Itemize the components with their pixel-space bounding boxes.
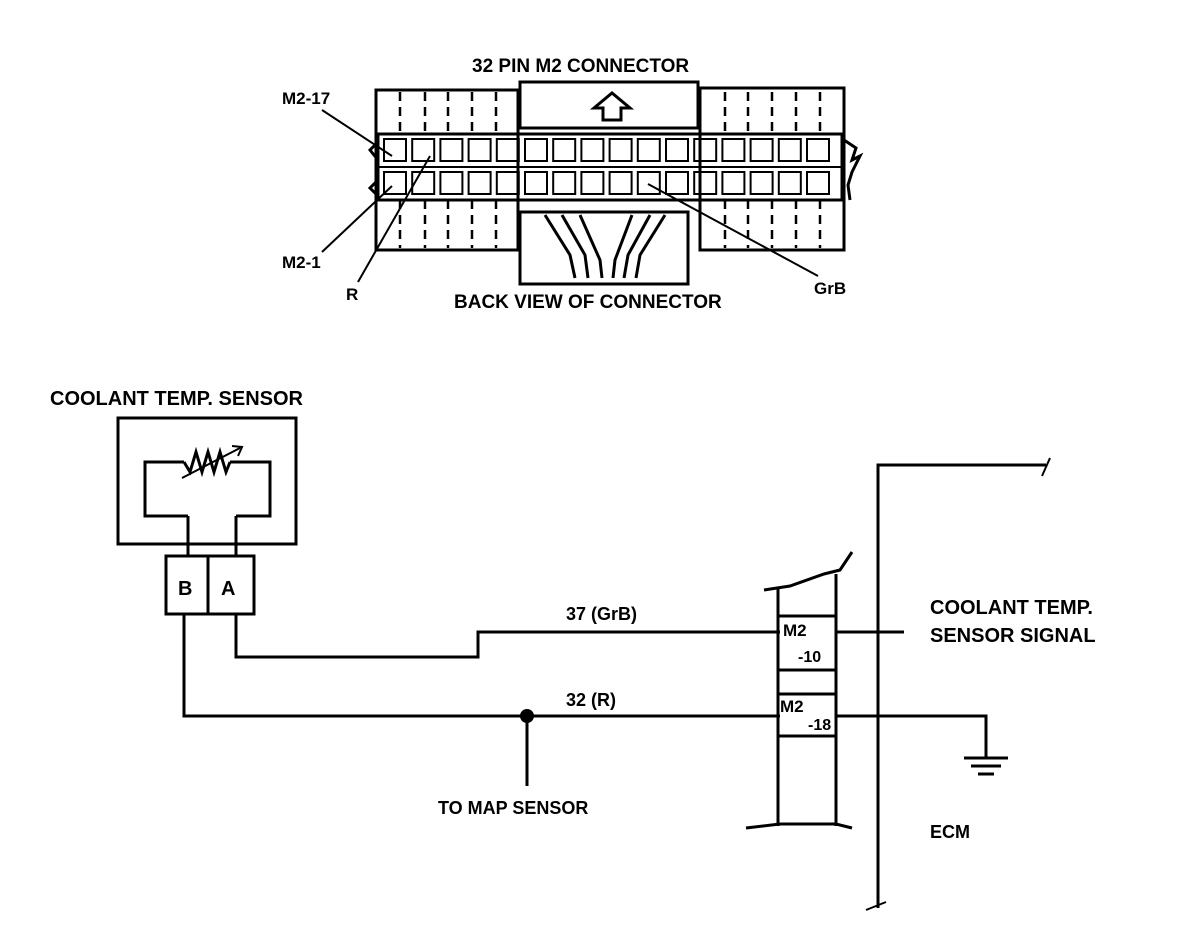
wire-32-r bbox=[182, 614, 780, 718]
ground-symbol-icon bbox=[964, 756, 1008, 776]
connector-pin-cell bbox=[411, 171, 436, 195]
connector-pin-cell bbox=[721, 138, 746, 162]
connector-pin-cell bbox=[721, 171, 746, 195]
connector-key-arrow-icon bbox=[589, 91, 635, 122]
connector-pin-cell bbox=[524, 171, 548, 195]
connector-center-top bbox=[518, 80, 700, 130]
connector-dashes bbox=[398, 92, 822, 248]
connector-pin-cell bbox=[495, 171, 520, 195]
connector-pin-cell bbox=[777, 171, 802, 195]
connector-pin-cell bbox=[608, 138, 633, 162]
connector-pin-cell bbox=[665, 171, 689, 195]
pin-label-m2-17: M2-17 bbox=[282, 89, 330, 108]
connector-pin-cell bbox=[552, 138, 577, 162]
connector-pin-cell bbox=[383, 171, 407, 195]
ecm-pin-18-bottom: -18 bbox=[808, 717, 831, 734]
connector-pin-cell bbox=[636, 138, 661, 162]
connector-pin-cell bbox=[806, 171, 830, 195]
sensor-title: COOLANT TEMP. SENSOR bbox=[50, 388, 304, 410]
connector-pin-cell bbox=[439, 138, 464, 162]
wire-37-grb bbox=[234, 614, 780, 659]
connector-wire-exit bbox=[543, 214, 667, 279]
ecm: M2 -10 M2 -18 COOLANT TEMP. SENSOR SIGNA… bbox=[745, 457, 1096, 911]
connector-left-housing bbox=[374, 88, 520, 252]
connector-pin-cell bbox=[806, 138, 830, 162]
connector-pin-cell bbox=[665, 138, 689, 162]
connector-latch bbox=[843, 138, 864, 201]
connector-pin-cell bbox=[467, 138, 492, 162]
terminal-a-label: A bbox=[221, 578, 235, 600]
ecm-pin-10-top: M2 bbox=[783, 621, 807, 640]
ecm-pin-18-top: M2 bbox=[780, 697, 804, 716]
ecm-pin-10 bbox=[776, 614, 838, 672]
connector-pin-cell bbox=[524, 138, 548, 162]
connector-pins bbox=[383, 138, 830, 195]
connector-pin-cell bbox=[749, 171, 774, 195]
connector-pin-cell bbox=[495, 138, 520, 162]
connector-pin-cell bbox=[777, 138, 802, 162]
wire-label-r: R bbox=[346, 285, 358, 304]
map-sensor-label: TO MAP SENSOR bbox=[438, 798, 588, 818]
terminal-b-label: B bbox=[178, 578, 192, 600]
wire-37-label: 37 (GrB) bbox=[566, 604, 637, 624]
connector-pin-cell bbox=[608, 171, 633, 195]
ecm-label: ECM bbox=[930, 822, 970, 842]
ground-wire bbox=[836, 714, 988, 758]
connector-pin-cell bbox=[580, 171, 605, 195]
connector-pin-cell bbox=[383, 138, 407, 162]
signal-label-line1: COOLANT TEMP. bbox=[930, 597, 1093, 619]
connector-center-bottom bbox=[518, 210, 690, 286]
ecm-boundary bbox=[876, 463, 1046, 908]
sensor-housing bbox=[116, 416, 298, 546]
coolant-temp-sensor: COOLANT TEMP. SENSOR B A bbox=[50, 388, 304, 616]
wiring: 37 (GrB) 32 (R) TO MAP SENSOR bbox=[182, 604, 780, 818]
connector-pin-cell bbox=[636, 171, 661, 195]
connector-pin-cell bbox=[467, 171, 492, 195]
connector-pin-cell bbox=[411, 138, 436, 162]
connector-title: 32 PIN M2 CONNECTOR bbox=[472, 56, 689, 77]
connector-pin-cell bbox=[552, 171, 577, 195]
connector-pin-cell bbox=[439, 171, 464, 195]
connector-pin-cell bbox=[580, 138, 605, 162]
m2-connector: 32 PIN M2 CONNECTOR bbox=[282, 56, 864, 313]
thermistor-icon bbox=[182, 446, 232, 478]
connector-pin-cell bbox=[749, 138, 774, 162]
ecm-pin-10-bottom: -10 bbox=[798, 649, 821, 666]
connector-pin-cell bbox=[693, 171, 718, 195]
signal-label-line2: SENSOR SIGNAL bbox=[930, 625, 1096, 647]
connector-pin-cell bbox=[693, 138, 718, 162]
wire-32-label: 32 (R) bbox=[566, 690, 616, 710]
terminal-a bbox=[206, 554, 256, 616]
connector-view-caption: BACK VIEW OF CONNECTOR bbox=[454, 292, 722, 313]
wire-label-grb: GrB bbox=[814, 279, 846, 298]
pin-label-m2-1: M2-1 bbox=[282, 253, 321, 272]
